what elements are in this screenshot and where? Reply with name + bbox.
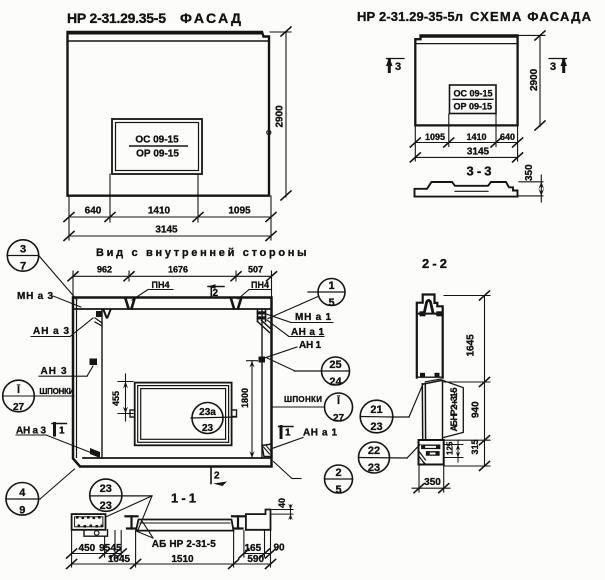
- svg-text:1410: 1410: [148, 206, 171, 217]
- svg-text:АН а 1: АН а 1: [291, 327, 324, 338]
- svg-text:ПН4: ПН4: [152, 280, 170, 290]
- svg-text:940: 940: [471, 401, 482, 418]
- svg-text:350: 350: [424, 477, 441, 488]
- svg-text:2: 2: [214, 471, 220, 482]
- svg-text:НР 2-31.29.35-5: НР 2-31.29.35-5: [67, 10, 166, 26]
- svg-text:2: 2: [213, 288, 219, 299]
- svg-text:350: 350: [524, 164, 535, 181]
- svg-text:3145: 3145: [155, 225, 178, 236]
- svg-text:455: 455: [111, 391, 121, 406]
- svg-text:1410: 1410: [466, 132, 486, 142]
- svg-text:АН а 1: АН а 1: [303, 428, 337, 439]
- svg-text:25: 25: [329, 359, 341, 371]
- svg-text:3: 3: [20, 244, 26, 256]
- svg-text:1045: 1045: [108, 554, 131, 565]
- svg-text:962: 962: [97, 265, 112, 275]
- svg-text:7: 7: [20, 261, 26, 273]
- svg-text:ОР 09-15: ОР 09-15: [454, 102, 493, 112]
- svg-text:95: 95: [99, 543, 111, 554]
- svg-text:1: 1: [328, 280, 334, 292]
- svg-text:40: 40: [277, 498, 287, 508]
- svg-text:1510: 1510: [171, 554, 194, 565]
- svg-text:1676: 1676: [168, 265, 188, 275]
- svg-text:АН а 3: АН а 3: [16, 426, 46, 437]
- svg-text:Ī: Ī: [16, 384, 20, 396]
- svg-text:450: 450: [79, 543, 96, 554]
- svg-text:640: 640: [500, 132, 515, 142]
- svg-text:315: 315: [470, 439, 480, 454]
- svg-text:1: 1: [285, 428, 291, 439]
- svg-text:4: 4: [19, 487, 26, 499]
- svg-text:АН 1: АН 1: [299, 340, 321, 351]
- svg-text:1800: 1800: [240, 388, 250, 408]
- svg-text:590: 590: [247, 554, 264, 565]
- svg-text:3-3: 3-3: [467, 164, 492, 179]
- svg-text:МН а 3: МН а 3: [17, 291, 53, 302]
- svg-text:ОР 09-15: ОР 09-15: [136, 149, 179, 160]
- svg-text:1095: 1095: [425, 132, 445, 142]
- svg-text:АБ НР 2ч-31-5: АБ НР 2ч-31-5: [449, 388, 459, 432]
- svg-text:ПН4: ПН4: [251, 280, 269, 290]
- svg-text:1645: 1645: [466, 334, 477, 357]
- svg-text:22: 22: [368, 445, 380, 457]
- svg-text:МН а 1: МН а 1: [295, 312, 331, 323]
- svg-text:165: 165: [244, 543, 261, 554]
- svg-text:3145: 3145: [467, 147, 490, 158]
- svg-text:23: 23: [202, 423, 214, 434]
- svg-text:23: 23: [370, 421, 382, 433]
- svg-text:2900: 2900: [529, 68, 540, 91]
- svg-text:27: 27: [13, 402, 25, 413]
- svg-text:9: 9: [19, 505, 25, 517]
- svg-text:3: 3: [395, 61, 401, 73]
- svg-text:45: 45: [110, 543, 122, 554]
- svg-text:Вид с внутренней стороны: Вид с внутренней стороны: [96, 247, 308, 259]
- svg-text:2-2: 2-2: [422, 256, 447, 271]
- svg-text:АБ НР 2-31-5: АБ НР 2-31-5: [152, 539, 217, 550]
- svg-text:23: 23: [368, 462, 380, 474]
- svg-text:24: 24: [329, 376, 342, 388]
- svg-text:НР 2-31.29-35-5л: НР 2-31.29-35-5л: [357, 9, 463, 24]
- svg-text:Ī: Ī: [336, 395, 340, 407]
- svg-text:21: 21: [370, 404, 382, 416]
- svg-text:ОС 09-15: ОС 09-15: [453, 89, 492, 99]
- svg-text:507: 507: [248, 265, 263, 275]
- svg-text:СХЕМА ФАСАДА: СХЕМА ФАСАДА: [470, 9, 592, 24]
- svg-text:90: 90: [273, 543, 285, 554]
- svg-text:ОС 09-15: ОС 09-15: [135, 135, 179, 146]
- svg-text:АН а 3: АН а 3: [33, 326, 69, 337]
- svg-text:АН 3: АН 3: [41, 366, 67, 377]
- svg-text:5: 5: [335, 484, 341, 496]
- svg-text:2900: 2900: [275, 105, 286, 128]
- svg-text:1: 1: [59, 426, 65, 437]
- svg-text:ШПОНКИ: ШПОНКИ: [284, 395, 322, 404]
- svg-text:27: 27: [333, 413, 345, 424]
- svg-text:ШПОНКИ: ШПОНКИ: [39, 387, 74, 396]
- svg-text:1-1: 1-1: [171, 491, 196, 506]
- svg-text:2: 2: [335, 467, 341, 479]
- svg-text:125: 125: [446, 441, 455, 455]
- svg-text:23: 23: [100, 483, 112, 495]
- svg-text:ФАСАД: ФАСАД: [180, 10, 243, 26]
- svg-text:640: 640: [85, 206, 102, 217]
- svg-text:23а: 23а: [199, 407, 216, 418]
- svg-text:5: 5: [328, 297, 334, 309]
- svg-text:3: 3: [550, 61, 556, 73]
- svg-text:23: 23: [100, 500, 112, 512]
- svg-text:1095: 1095: [228, 206, 251, 217]
